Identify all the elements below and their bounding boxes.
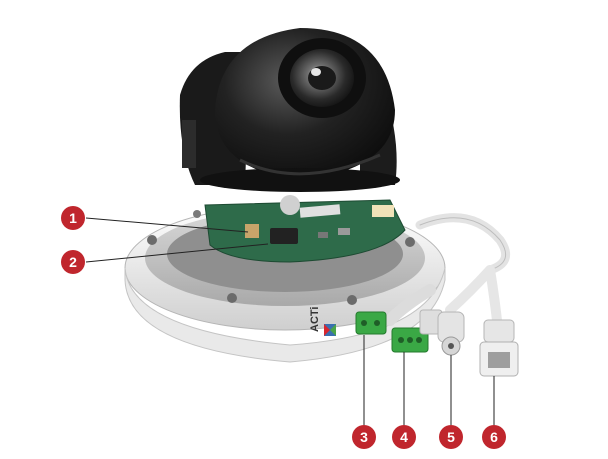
cable-assembly (384, 213, 511, 335)
callout-4: 4 (392, 425, 416, 449)
callout-4-number: 4 (400, 429, 408, 445)
callout-3: 3 (352, 425, 376, 449)
power-connector-5 (437, 311, 465, 356)
callout-leaders (85, 217, 495, 425)
callout-6-number: 6 (490, 429, 498, 445)
callout-5: 5 (439, 425, 463, 449)
callout-1: 1 (61, 206, 85, 230)
circuit-board (204, 195, 406, 263)
terminal-block-3 (355, 311, 387, 335)
camera-lens (278, 38, 366, 118)
rj45-connector-6 (479, 319, 519, 377)
brand-label: ACTi (309, 307, 321, 332)
callout-2: 2 (61, 250, 85, 274)
callout-2-number: 2 (69, 254, 77, 270)
rim-screws (147, 210, 415, 305)
callout-5-number: 5 (447, 429, 455, 445)
callout-1-number: 1 (69, 210, 77, 226)
terminal-block-4 (391, 309, 443, 353)
brand-logo (324, 324, 336, 336)
callout-6: 6 (482, 425, 506, 449)
callout-3-number: 3 (360, 429, 368, 445)
